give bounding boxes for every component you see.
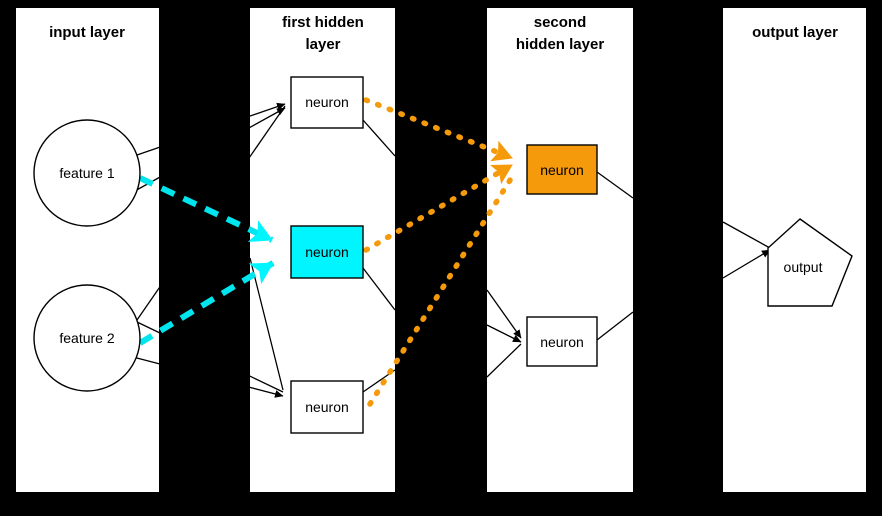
feature1-circle[interactable]	[33, 119, 141, 227]
edge-h1top-out-a	[362, 119, 396, 157]
h2-top-box[interactable]	[526, 144, 598, 195]
feature2-circle[interactable]	[33, 284, 141, 392]
edge-feature2-h1bottom	[132, 356, 284, 398]
edge-into-h2bottom-c	[486, 343, 522, 378]
panel-title-hidden1-line1: first hidden	[282, 14, 364, 31]
edge-into-h2bottom-b	[486, 324, 522, 343]
h2-bottom-label: neuron	[540, 334, 584, 350]
edge-highlight-h1bottom-to-h2top	[367, 174, 515, 407]
feature1-label: feature 1	[59, 165, 114, 181]
output-label: output	[784, 259, 823, 275]
panel-hidden2	[487, 8, 633, 492]
panel-title-output: output layer	[752, 24, 838, 41]
edge-feature1-h1top	[136, 102, 286, 156]
panel-title-hidden1-line2: layer	[305, 36, 340, 53]
feature2-label: feature 2	[59, 330, 114, 346]
edge-h2bottom-out	[596, 311, 634, 341]
highlight-path-cyan	[138, 175, 275, 346]
node-h1-mid[interactable]: neuron	[290, 225, 364, 279]
node-feature1[interactable]: feature 1	[33, 119, 141, 227]
edge-h1mid-out-a	[362, 267, 396, 311]
h1-bottom-label: neuron	[305, 399, 349, 415]
highlight-path-orange	[363, 97, 515, 407]
node-feature2[interactable]: feature 2	[33, 284, 141, 392]
node-h1-bottom[interactable]: neuron	[290, 380, 364, 434]
edge-feature2-h1bottom-b	[136, 321, 284, 393]
node-h2-top[interactable]: neuron	[526, 144, 598, 195]
panel-title-hidden2-line1: second	[534, 14, 587, 31]
node-h2-bottom[interactable]: neuron	[526, 316, 598, 367]
edge-to-output-b	[722, 249, 771, 279]
panel-backgrounds	[16, 8, 866, 492]
h2-top-label: neuron	[540, 162, 584, 178]
edge-highlight-h1top-to-h2top	[363, 97, 515, 162]
h1-mid-box[interactable]	[290, 225, 364, 279]
h2-bottom-box[interactable]	[526, 316, 598, 367]
edges-hidden2-to-output	[596, 171, 771, 341]
edge-highlight-feature2-to-h1mid	[138, 260, 275, 346]
node-h1-top[interactable]: neuron	[290, 76, 364, 129]
h1-top-box[interactable]	[290, 76, 364, 129]
edge-to-output-a	[722, 221, 771, 249]
edge-h2top-out	[596, 171, 634, 199]
edge-highlight-feature1-to-h1mid	[138, 175, 274, 243]
output-pentagon[interactable]	[767, 218, 853, 307]
edge-into-h2bottom-a	[486, 289, 522, 339]
panel-input	[16, 8, 159, 492]
edge-highlight-h1mid-to-h2top	[363, 162, 515, 253]
edge-feature1-h1mid-plain	[132, 107, 286, 193]
h1-mid-label: neuron	[305, 244, 349, 260]
h1-top-label: neuron	[305, 94, 349, 110]
node-output[interactable]: output	[767, 218, 853, 307]
h1-bottom-box[interactable]	[290, 380, 364, 434]
panel-title-hidden2-line2: hidden layer	[516, 36, 605, 53]
panel-title-input: input layer	[49, 24, 125, 41]
